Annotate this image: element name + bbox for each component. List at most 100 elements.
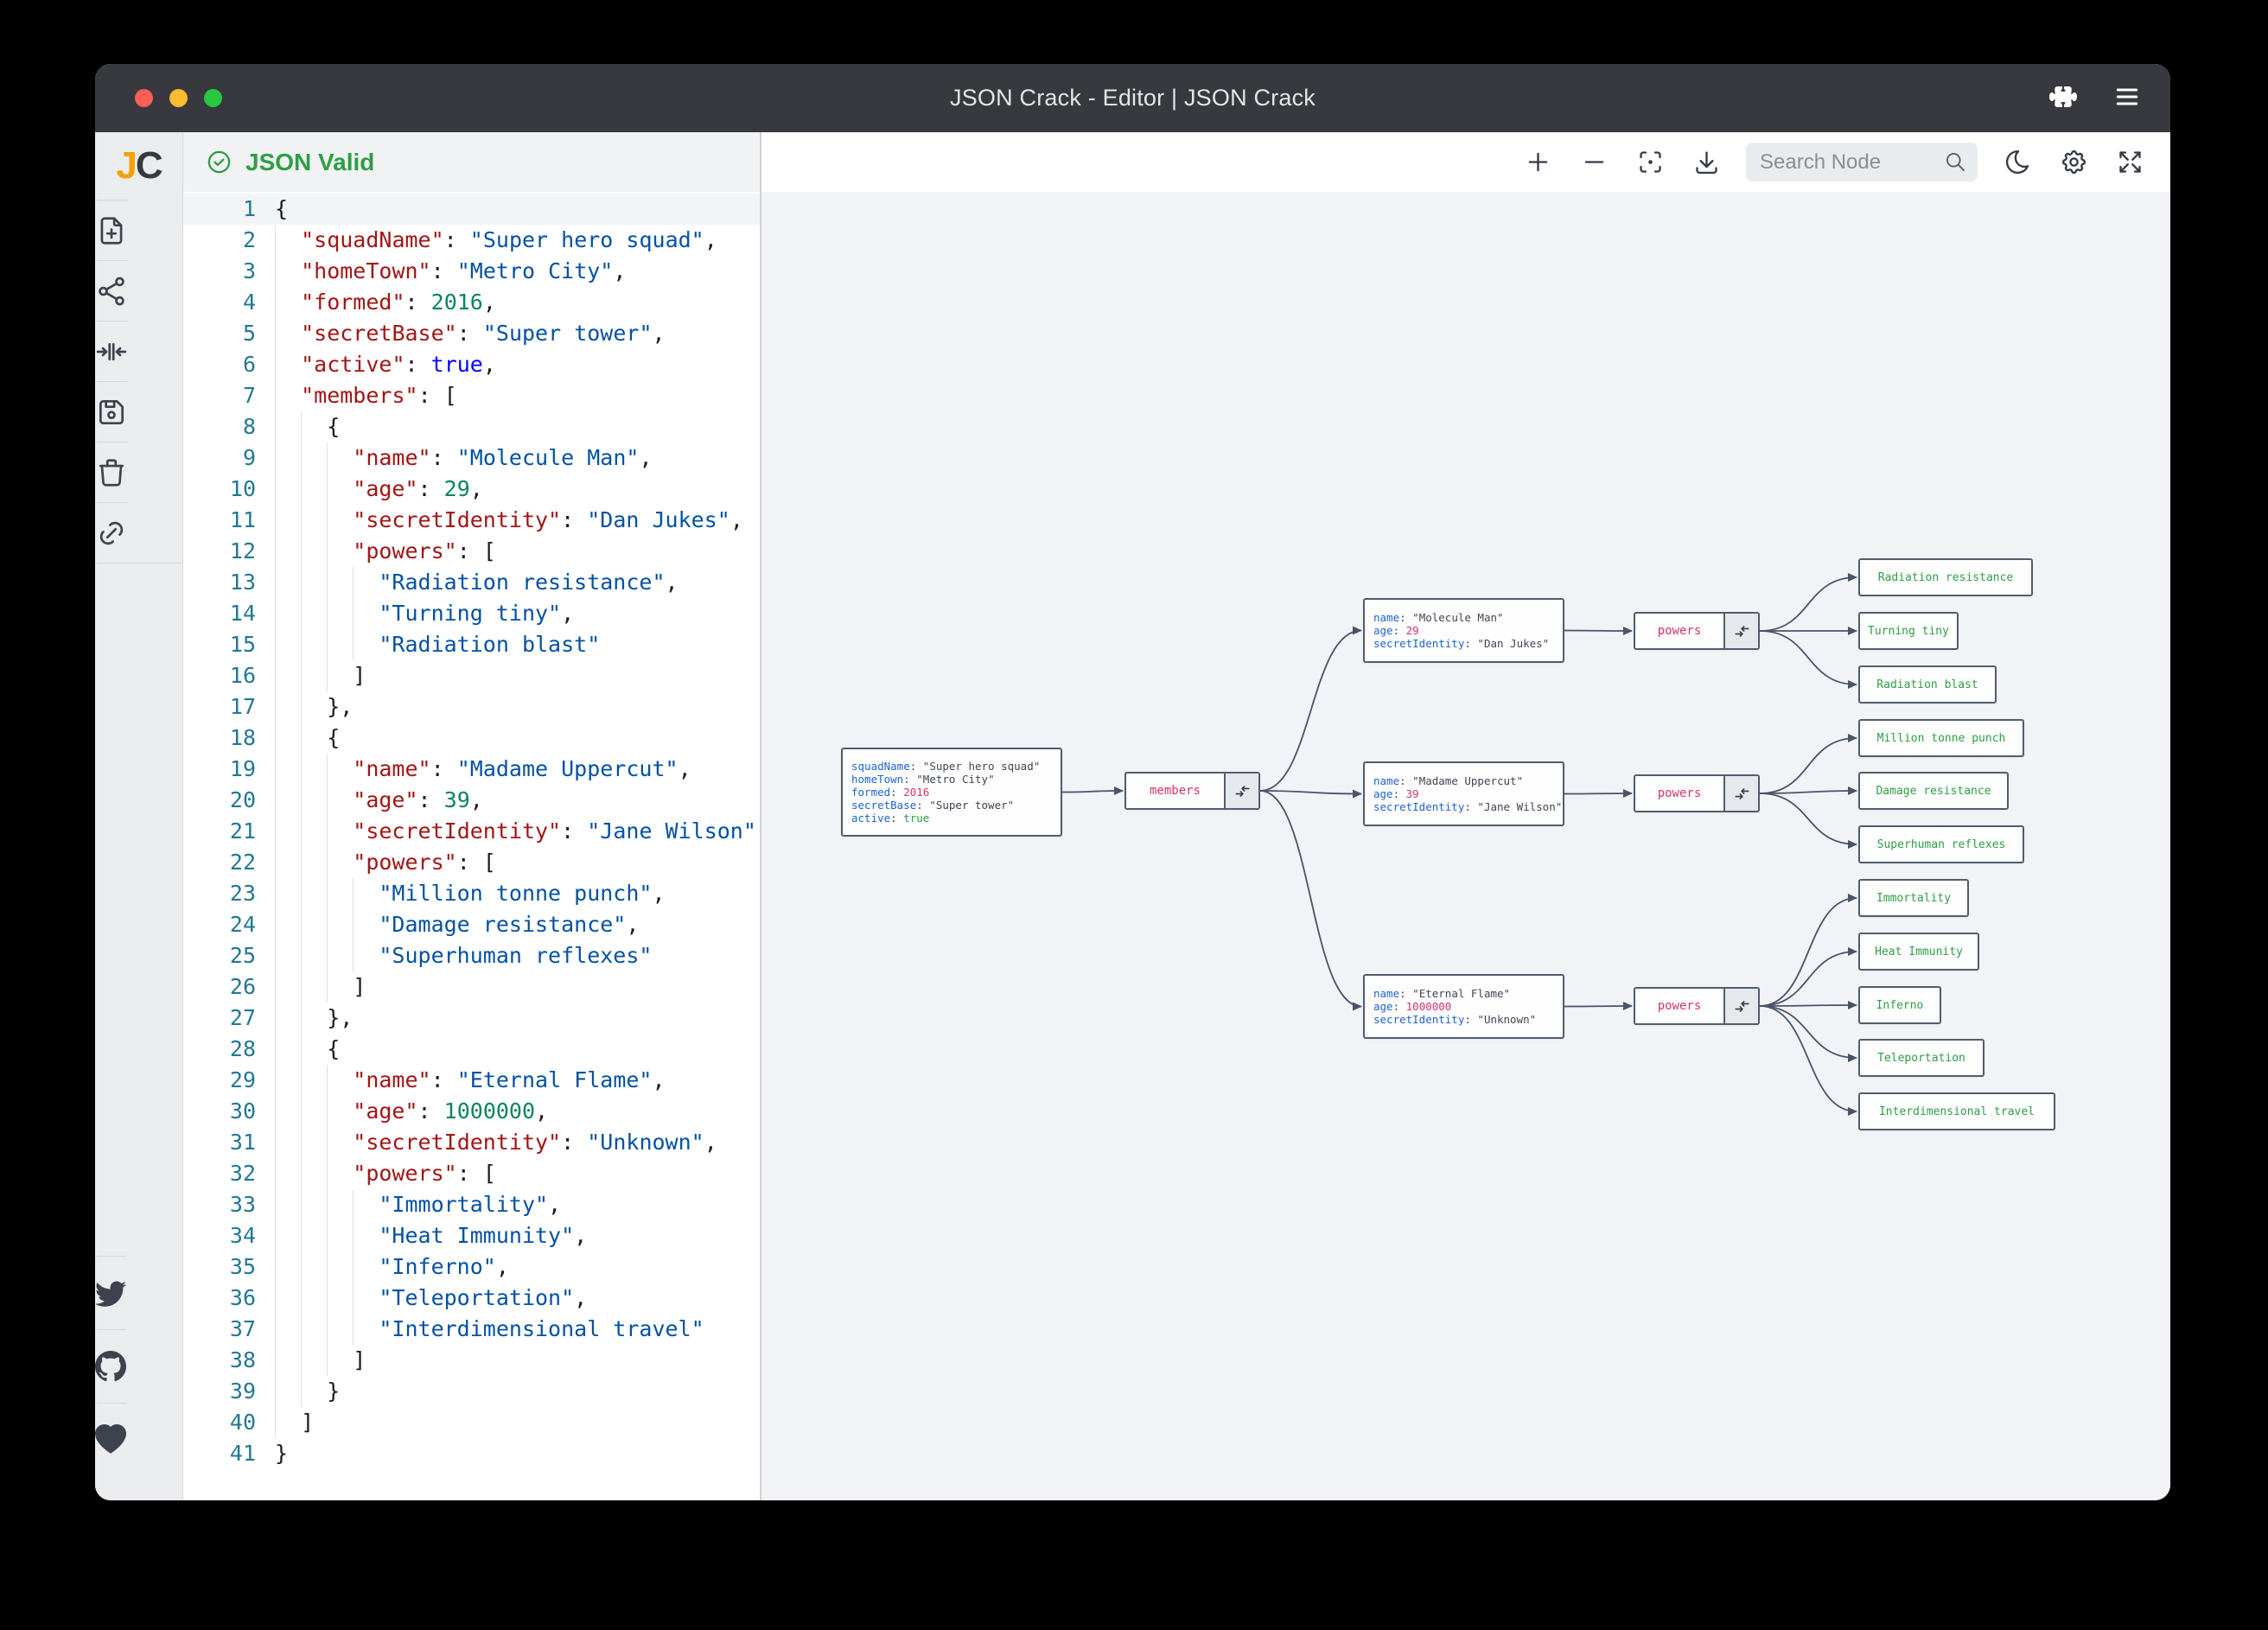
- collapse-node-button[interactable]: [1224, 774, 1258, 808]
- editor-line[interactable]: 14"Turning tiny",: [183, 598, 760, 629]
- toolbar-zoom-out-button[interactable]: [1577, 146, 1610, 179]
- editor-line[interactable]: 28{: [183, 1034, 760, 1065]
- collapse-node-button[interactable]: [1723, 989, 1758, 1023]
- collapse-icon: [1734, 786, 1749, 801]
- sidebar-sponsor-heart-button[interactable]: [95, 1403, 126, 1476]
- editor-line[interactable]: 30"age": 1000000,: [183, 1096, 760, 1127]
- editor-line[interactable]: 24"Damage resistance",: [183, 909, 760, 940]
- editor-line[interactable]: 22"powers": [: [183, 847, 760, 878]
- line-content: "Heat Immunity",: [275, 1220, 587, 1251]
- editor-line[interactable]: 19"name": "Madame Uppercut",: [183, 754, 760, 785]
- graph-node-root[interactable]: squadName: "Super hero squad"homeTown: "…: [841, 748, 1062, 837]
- json-code-editor[interactable]: 1{2"squadName": "Super hero squad",3"hom…: [183, 192, 760, 1500]
- indent-guide: [301, 660, 327, 691]
- search-icon[interactable]: [1944, 150, 1967, 174]
- editor-line[interactable]: 40]: [183, 1407, 760, 1438]
- collapse-node-button[interactable]: [1723, 614, 1758, 648]
- graph-node-l3c[interactable]: Inferno: [1858, 986, 1941, 1024]
- graph-node-l3e[interactable]: Interdimensional travel: [1858, 1092, 2055, 1130]
- editor-line[interactable]: 17},: [183, 691, 760, 723]
- browser-menu-button[interactable]: [2110, 81, 2144, 116]
- toolbar-focus-button[interactable]: [1634, 146, 1666, 179]
- editor-line[interactable]: 41}: [183, 1438, 760, 1469]
- editor-line[interactable]: 20"age": 39,: [183, 785, 760, 816]
- sidebar-center-view-button[interactable]: [95, 321, 128, 381]
- line-number: 25: [229, 943, 256, 968]
- editor-line[interactable]: 25"Superhuman reflexes": [183, 940, 760, 971]
- editor-line[interactable]: 29"name": "Eternal Flame",: [183, 1065, 760, 1096]
- editor-line[interactable]: 35"Inferno",: [183, 1251, 760, 1283]
- editor-line[interactable]: 37"Interdimensional travel": [183, 1314, 760, 1345]
- graph-node-p1[interactable]: powers: [1634, 612, 1760, 650]
- sidebar-delete-button[interactable]: [95, 442, 128, 502]
- graph-canvas[interactable]: squadName: "Super hero squad"homeTown: "…: [761, 192, 2170, 1500]
- editor-line[interactable]: 38]: [183, 1345, 760, 1376]
- editor-line[interactable]: 15"Radiation blast": [183, 629, 760, 660]
- node-row: secretBase: "Super tower": [851, 799, 1052, 812]
- editor-line[interactable]: 9"name": "Molecule Man",: [183, 443, 760, 474]
- toolbar-zoom-in-button[interactable]: [1521, 146, 1554, 179]
- editor-line[interactable]: 31"secretIdentity": "Unknown",: [183, 1127, 760, 1158]
- sidebar-new-document-button[interactable]: [95, 200, 128, 260]
- editor-line[interactable]: 21"secretIdentity": "Jane Wilson",: [183, 816, 760, 847]
- editor-line[interactable]: 26]: [183, 971, 760, 1003]
- editor-line[interactable]: 8{: [183, 411, 760, 443]
- zoom-window-button[interactable]: [204, 89, 222, 107]
- graph-node-p2[interactable]: powers: [1634, 774, 1760, 812]
- editor-line[interactable]: 1{: [183, 194, 760, 225]
- editor-line[interactable]: 13"Radiation resistance",: [183, 567, 760, 598]
- minimize-window-button[interactable]: [169, 89, 188, 107]
- indent-guide: [301, 723, 327, 754]
- editor-line[interactable]: 32"powers": [: [183, 1158, 760, 1189]
- sidebar-share-link-button[interactable]: [95, 502, 128, 563]
- line-content: "Inferno",: [275, 1251, 509, 1283]
- editor-line[interactable]: 3"homeTown": "Metro City",: [183, 256, 760, 287]
- graph-node-l1b[interactable]: Turning tiny: [1858, 612, 1959, 650]
- graph-node-p3[interactable]: powers: [1634, 987, 1760, 1025]
- editor-line[interactable]: 27},: [183, 1003, 760, 1034]
- graph-node-l2b[interactable]: Damage resistance: [1858, 772, 2009, 810]
- line-number: 5: [242, 321, 256, 346]
- editor-line[interactable]: 23"Million tonne punch",: [183, 878, 760, 909]
- editor-line[interactable]: 11"secretIdentity": "Dan Jukes",: [183, 505, 760, 536]
- sidebar-save-button[interactable]: [95, 381, 128, 442]
- editor-line[interactable]: 33"Immortality",: [183, 1189, 760, 1220]
- graph-node-l3b[interactable]: Heat Immunity: [1858, 933, 1979, 971]
- toolbar-settings-gear-button[interactable]: [2057, 146, 2090, 179]
- graph-node-l2a[interactable]: Million tonne punch: [1858, 719, 2024, 757]
- collapse-node-button[interactable]: [1723, 776, 1758, 811]
- editor-line[interactable]: 10"age": 29,: [183, 474, 760, 505]
- editor-line[interactable]: 39}: [183, 1376, 760, 1407]
- search-node-input[interactable]: [1760, 150, 1944, 175]
- graph-node-l1a[interactable]: Radiation resistance: [1858, 558, 2033, 596]
- graph-node-l3a[interactable]: Immortality: [1858, 879, 1969, 917]
- editor-line[interactable]: 2"squadName": "Super hero squad",: [183, 225, 760, 256]
- editor-line[interactable]: 36"Teleportation",: [183, 1283, 760, 1314]
- toolbar-left-buttons: [1521, 146, 1723, 179]
- toolbar-fullscreen-button[interactable]: [2113, 146, 2146, 179]
- graph-node-l3d[interactable]: Teleportation: [1858, 1039, 1984, 1077]
- editor-line[interactable]: 34"Heat Immunity",: [183, 1220, 760, 1251]
- editor-line[interactable]: 12"powers": [: [183, 536, 760, 567]
- sidebar-github-button[interactable]: [95, 1329, 126, 1403]
- editor-line[interactable]: 18{: [183, 723, 760, 754]
- extensions-button[interactable]: [2046, 81, 2080, 116]
- editor-line[interactable]: 7"members": [: [183, 380, 760, 411]
- toolbar-download-button[interactable]: [1690, 146, 1723, 179]
- editor-line[interactable]: 5"secretBase": "Super tower",: [183, 318, 760, 349]
- graph-node-l2c[interactable]: Superhuman reflexes: [1858, 825, 2024, 863]
- sidebar-graph-view-button[interactable]: [95, 260, 128, 321]
- editor-line[interactable]: 6"active": true,: [183, 349, 760, 380]
- close-window-button[interactable]: [135, 89, 153, 107]
- graph-node-l1c[interactable]: Radiation blast: [1858, 665, 1997, 704]
- sidebar-twitter-button[interactable]: [95, 1256, 126, 1329]
- toolbar-dark-mode-moon-button[interactable]: [2001, 146, 2034, 179]
- editor-line[interactable]: 16]: [183, 660, 760, 691]
- editor-line[interactable]: 4"formed": 2016,: [183, 287, 760, 318]
- line-number: 41: [229, 1441, 256, 1466]
- graph-node-members[interactable]: members: [1124, 772, 1260, 810]
